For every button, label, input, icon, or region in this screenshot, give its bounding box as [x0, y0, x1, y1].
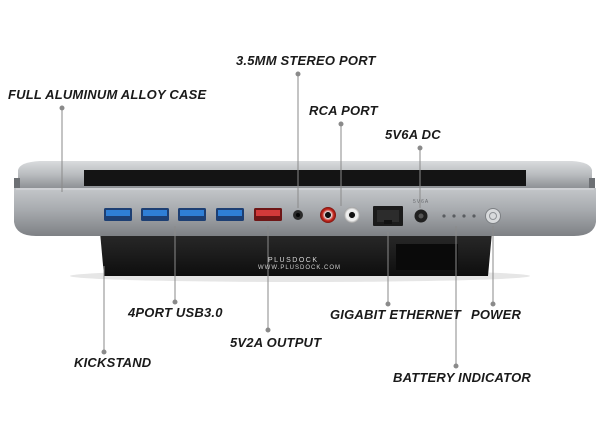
lid-left-edge	[14, 178, 20, 190]
callout-output: 5V2A OUTPUT	[230, 335, 322, 350]
power-button	[485, 208, 501, 224]
callout-usb3: 4PORT USB3.0	[128, 305, 223, 320]
stereo-port	[293, 210, 303, 220]
lid-hinge-gap	[84, 170, 526, 186]
usb3-ports	[104, 208, 244, 221]
device-brand: PLUSDOCK	[268, 257, 319, 264]
rca-ports	[320, 207, 360, 223]
battery-indicator-leds	[442, 214, 476, 218]
callout-rca-port: RCA PORT	[309, 103, 378, 118]
callout-battery-indicator: BATTERY INDICATOR	[393, 370, 531, 385]
callout-dc-port: 5V6A DC	[385, 127, 441, 142]
callout-aluminum-case: FULL ALUMINUM ALLOY CASE	[8, 87, 207, 102]
ethernet-port	[373, 206, 403, 226]
callout-stereo-port: 3.5MM STEREO PORT	[236, 53, 376, 68]
callout-leaders	[59, 71, 496, 369]
dc-port	[414, 209, 428, 223]
callout-power: POWER	[471, 307, 522, 322]
device-website: WWW.PLUSDOCK.COM	[258, 265, 341, 271]
dc-port-label: 5V6A	[413, 199, 430, 205]
kickstand	[100, 232, 492, 276]
callout-kickstand: KICKSTAND	[74, 355, 152, 370]
lid-right-edge	[589, 178, 595, 190]
output-port	[254, 208, 282, 221]
kickstand-vent	[396, 244, 458, 270]
callout-ethernet: GIGABIT ETHERNET	[330, 307, 462, 322]
aluminum-case	[14, 188, 596, 236]
